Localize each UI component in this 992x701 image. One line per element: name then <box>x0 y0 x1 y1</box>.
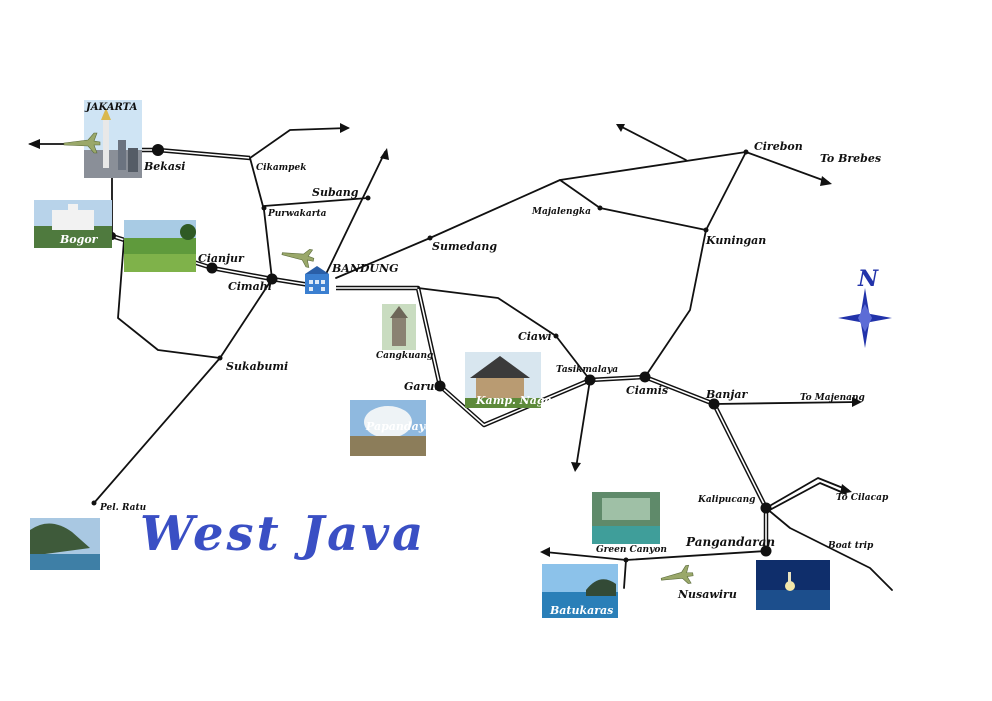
arrow-north <box>616 124 625 132</box>
map-title: West Java <box>140 506 426 562</box>
road-subang-north <box>325 151 386 275</box>
road-cirebon-brebes <box>745 151 829 183</box>
city-dot-cirebon <box>743 149 749 155</box>
label-kalipucang: Kalipucang <box>697 495 755 505</box>
direction-labels: To Brebes To Majenang To Cilacap Boat tr… <box>800 152 889 551</box>
city-dot-cianjur <box>206 262 218 274</box>
road-cirebon-kuningan <box>644 151 747 378</box>
road-kalipucang-cilacap-2 <box>765 482 847 513</box>
compass-rose-icon: N <box>838 266 892 348</box>
label-nusawiru: Nusawiru <box>677 588 737 601</box>
photo-cianjur-fields <box>124 220 196 272</box>
label-batukaras: Batukaras <box>549 604 613 617</box>
city-dot-pelratu <box>91 500 97 506</box>
road-north-arrow <box>619 125 687 161</box>
label-to-majenang: To Majenang <box>800 393 865 403</box>
arrow-majenang <box>852 397 862 407</box>
label-bekasi: Bekasi <box>143 160 185 173</box>
city-dot-sukabumi <box>217 355 223 361</box>
label-boat-trip: Boat trip <box>827 541 874 551</box>
label-garut: Garut <box>404 380 439 393</box>
road-cimahi-pelratu <box>93 278 273 504</box>
road-tasik-south <box>575 379 591 469</box>
city-dot-cimahi <box>266 273 278 285</box>
label-cirebon: Cirebon <box>754 140 803 153</box>
label-pangandaran: Pangandaran <box>685 535 775 549</box>
photo-papandayan: Papandayan <box>350 400 440 456</box>
photo-cangkuang <box>382 304 416 350</box>
city-dot-garut <box>434 380 446 392</box>
city-dot-ciawi <box>553 333 559 339</box>
road-kalipucang-cilacap <box>765 477 849 509</box>
label-to-brebes: To Brebes <box>820 152 881 165</box>
label-sumedang: Sumedang <box>432 240 497 253</box>
label-kuningan: Kuningan <box>705 234 766 247</box>
arrow-west-coast <box>540 547 550 557</box>
label-tasikmalaya: Tasikmalaya <box>556 365 618 375</box>
building-icon <box>305 266 329 294</box>
label-pelratu: Pel. Ratu <box>99 503 147 513</box>
road-boat-trip <box>765 507 893 591</box>
city-dot-sumedang <box>427 235 433 241</box>
road-sumedang-cirebon <box>559 151 747 181</box>
road-batukaras <box>623 559 627 589</box>
photo-bogor: Bogor <box>34 200 112 248</box>
photo-batukaras: Batukaras <box>542 564 618 618</box>
label-green-canyon: Green Canyon <box>596 545 667 555</box>
city-dot-majalengka <box>597 205 603 211</box>
arrow-west <box>28 139 40 149</box>
label-papandayan: Papandayan <box>365 420 440 433</box>
road-purwakarta-subang <box>263 197 369 207</box>
label-ciamis: Ciamis <box>626 384 668 397</box>
city-dot-ciamis <box>639 371 651 383</box>
label-banjar: Banjar <box>705 388 749 401</box>
photo-jakarta: JAKARTA <box>84 100 142 178</box>
city-labels: Bekasi Cikampek Subang Purwakarta Cianju… <box>99 140 803 601</box>
road-cikampek-north <box>249 127 349 159</box>
city-dot-pangandaran <box>760 545 772 557</box>
airplane-icon <box>281 248 315 268</box>
arrow-cikampek <box>340 123 350 133</box>
label-cangkuang: Cangkuang <box>376 351 433 361</box>
label-majalengka: Majalengka <box>531 207 591 217</box>
arrow-cilacap <box>840 484 852 494</box>
airplane-icon <box>660 564 694 584</box>
label-subang: Subang <box>312 186 359 199</box>
label-bogor: Bogor <box>59 233 99 246</box>
photo-kampung-naga: Kamp. Naga <box>465 352 552 408</box>
label-cianjur: Cianjur <box>198 252 245 265</box>
label-jakarta: JAKARTA <box>84 102 138 113</box>
road-banjar-majenang <box>713 401 859 405</box>
road-bogor-sukabumi <box>117 239 221 359</box>
photo-pangandaran-sunset <box>756 560 830 610</box>
city-dot-subang <box>365 195 371 201</box>
city-dot-bekasi <box>152 144 164 156</box>
label-sukabumi: Sukabumi <box>226 360 288 373</box>
photo-pelratu <box>30 518 100 570</box>
compass-north-label: N <box>857 266 879 292</box>
label-kampung-naga: Kamp. Naga <box>475 394 552 407</box>
city-dot-kuningan <box>703 227 709 233</box>
road-bandung-ciawi <box>417 287 591 381</box>
city-dot-tasikmalaya <box>584 374 596 386</box>
label-bandung: BANDUNG <box>331 262 398 275</box>
arrow-tasik-south <box>571 462 581 472</box>
city-dot-kalipucang <box>760 502 772 514</box>
photo-green-canyon <box>592 492 660 544</box>
city-dot-banjar <box>708 398 720 410</box>
arrow-brebes <box>820 176 832 186</box>
label-to-cilacap: To Cilacap <box>836 493 889 503</box>
label-ciawi: Ciawi <box>518 330 552 343</box>
label-cikampek: Cikampek <box>256 163 306 173</box>
label-cimahi: Cimahi <box>228 280 272 293</box>
airplane-icon <box>63 132 101 154</box>
city-dot-green-canyon <box>623 557 629 563</box>
city-dot-purwakarta <box>261 205 267 211</box>
label-purwakarta: Purwakarta <box>267 209 327 219</box>
arrow-subang <box>380 148 389 160</box>
